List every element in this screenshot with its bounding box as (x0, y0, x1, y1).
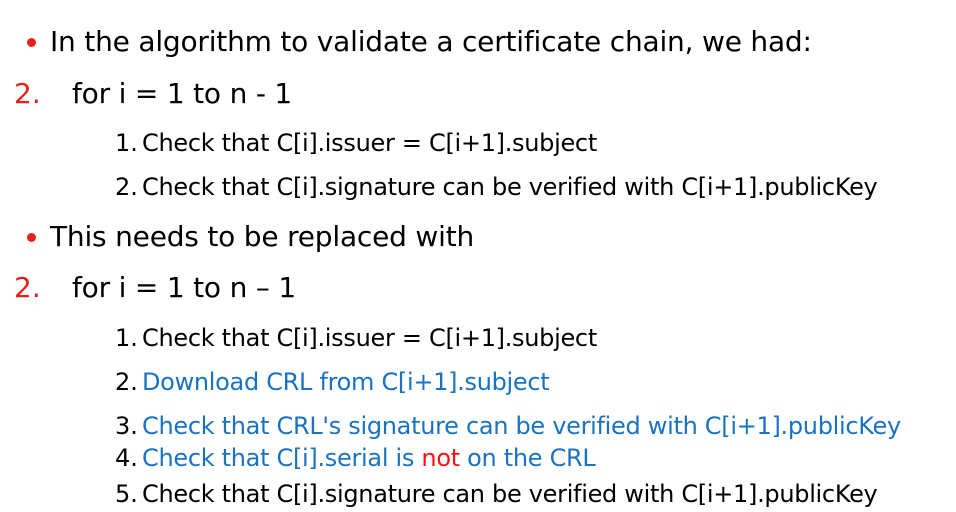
loop2-step-4-text-after: on the CRL (459, 444, 596, 472)
loop2-step-5-text: Check that C[i].signature can be verifie… (142, 480, 878, 508)
loop2-step-4-text-before: Check that C[i].serial is (142, 444, 422, 472)
loop1-step-1-text: Check that C[i].issuer = C[i+1].subject (142, 129, 597, 157)
loop2-step-5-number: 5. (115, 480, 138, 508)
loop2-step-1-number: 1. (115, 324, 138, 352)
loop2-step-3-number: 3. (115, 412, 138, 440)
intro-text: In the algorithm to validate a certifica… (50, 25, 812, 58)
replace-text: This needs to be replaced with (50, 220, 475, 253)
loop1-step-2-text: Check that C[i].signature can be verifie… (142, 173, 878, 201)
bullet-dot-replace (27, 233, 36, 242)
loop1-text: for i = 1 to n - 1 (72, 77, 293, 110)
loop1-step-2-number: 2. (115, 173, 138, 201)
loop2-number: 2. (14, 271, 41, 304)
loop1-step-1-number: 1. (115, 129, 138, 157)
emphasis-not: not (421, 444, 460, 472)
loop2-step-4-text: Check that C[i].serial is not on the CRL (142, 446, 596, 470)
loop2-text: for i = 1 to n – 1 (72, 271, 296, 304)
loop2-step-2-text: Download CRL from C[i+1].subject (142, 368, 550, 396)
loop2-step-4-number: 4. (115, 444, 138, 472)
loop1-number: 2. (14, 77, 41, 110)
loop2-step-1-text: Check that C[i].issuer = C[i+1].subject (142, 324, 597, 352)
bullet-dot-intro (27, 38, 36, 47)
loop2-step-2-number: 2. (115, 368, 138, 396)
loop2-step-3-text: Check that CRL's signature can be verifi… (142, 412, 901, 440)
